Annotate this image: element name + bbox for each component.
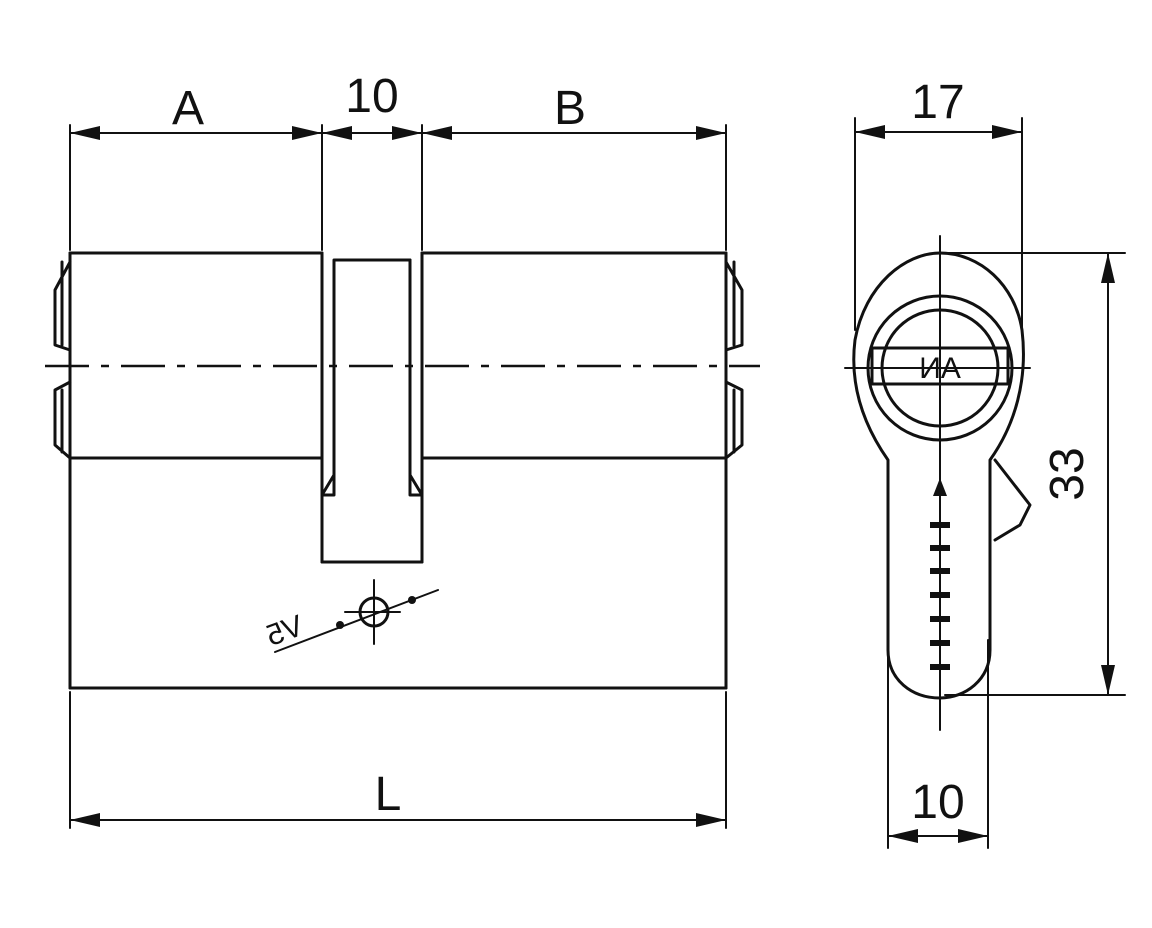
right-end-cap xyxy=(724,260,744,460)
dimension-b: B xyxy=(421,82,727,140)
dimension-profile-width: 17 xyxy=(854,76,1023,139)
dimension-cam-width: 10 xyxy=(887,776,989,843)
side-view: A 10 B L xyxy=(45,70,760,829)
side-mark-text: V5 xyxy=(262,609,308,653)
left-end-cap xyxy=(53,260,72,460)
dimension-cam-width-label: 10 xyxy=(911,776,964,829)
profile-outline xyxy=(852,251,1025,700)
side-mark: V5 xyxy=(262,579,439,653)
dimension-b-label: B xyxy=(554,82,586,135)
dimension-center-width: 10 xyxy=(321,70,423,140)
profile-view: 17 33 10 AN xyxy=(844,76,1126,849)
cam-side-tab xyxy=(993,458,1032,542)
dimension-a-label: A xyxy=(172,82,204,135)
dimension-center-width-label: 10 xyxy=(345,70,398,123)
dimension-profile-height: 33 xyxy=(1041,252,1115,696)
dimension-a: A xyxy=(69,82,323,140)
pin-marks xyxy=(930,478,950,670)
cam xyxy=(320,251,424,564)
dimension-length: L xyxy=(69,768,727,827)
cylinder-body xyxy=(68,251,728,690)
dimension-length-label: L xyxy=(375,768,402,821)
dimension-profile-width-label: 17 xyxy=(911,76,964,129)
dimension-profile-height-label: 33 xyxy=(1041,447,1094,500)
